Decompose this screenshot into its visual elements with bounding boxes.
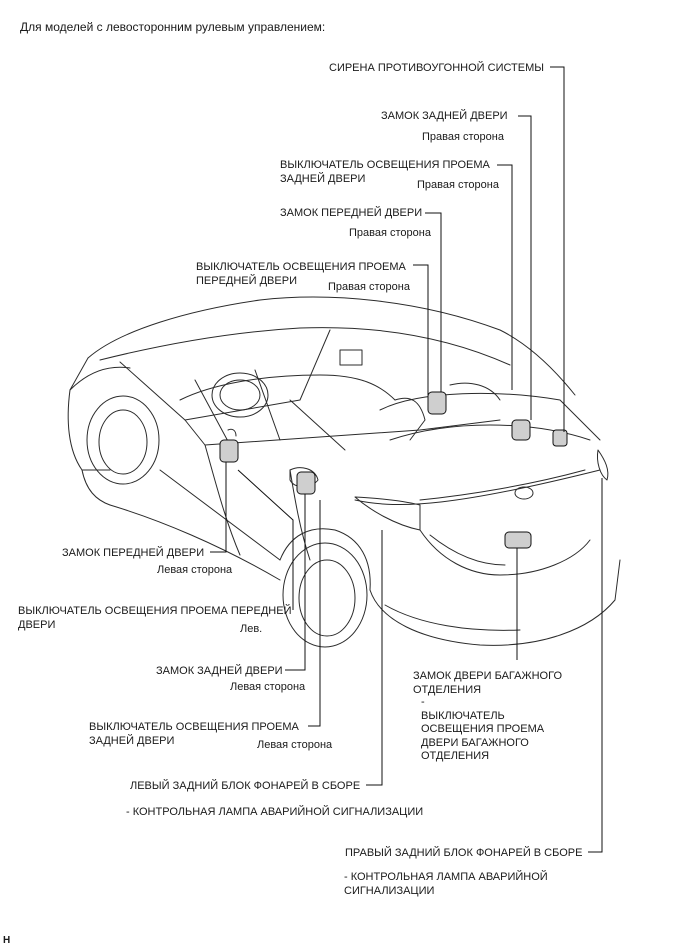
siren-part: [552, 429, 568, 447]
label-front-door-lock-rh-side: Правая сторона: [349, 227, 431, 239]
rear-door-lock-rh-part: [511, 419, 531, 441]
label-siren: СИРЕНА ПРОТИВОУГОННОЙ СИСТЕМЫ: [329, 62, 545, 74]
page-header: Для моделей с левосторонним рулевым упра…: [20, 20, 326, 34]
label-front-door-lock-rh: ЗАМОК ПЕРЕДНЕЙ ДВЕРИ: [280, 207, 423, 219]
label-rear-door-lock-lh: ЗАМОК ЗАДНЕЙ ДВЕРИ: [156, 665, 283, 677]
label-rear-door-lock-lh-side: Левая сторона: [230, 681, 306, 693]
label-front-door-lock-lh: ЗАМОК ПЕРЕДНЕЙ ДВЕРИ: [62, 547, 205, 559]
label-rear-lamp-rh-sub: - КОНТРОЛЬНАЯ ЛАМПА АВАРИЙНОЙ СИГНАЛИЗАЦ…: [344, 871, 548, 897]
label-front-door-lock-lh-side: Левая сторона: [157, 564, 233, 576]
front-door-lock-rh-part: [427, 391, 447, 415]
label-rear-courtesy-rh-side: Правая сторона: [417, 179, 499, 191]
label-rear-lamp-rh: ПРАВЫЙ ЗАДНИЙ БЛОК ФОНАРЕЙ В СБОРЕ: [345, 847, 583, 859]
vehicle-outline: [67, 296, 621, 648]
label-front-courtesy-lh: ВЫКЛЮЧАТЕЛЬ ОСВЕЩЕНИЯ ПРОЕМА ПЕРЕДНЕЙ ДВ…: [18, 605, 292, 631]
front-door-lock-lh-part: [219, 439, 239, 463]
label-front-courtesy-rh-side: Правая сторона: [328, 281, 410, 293]
label-back-door-courtesy: - ВЫКЛЮЧАТЕЛЬ ОСВЕЩЕНИЯ ПРОЕМА ДВЕРИ БАГ…: [421, 696, 545, 762]
label-front-courtesy-rh: ВЫКЛЮЧАТЕЛЬ ОСВЕЩЕНИЯ ПРОЕМА ПЕРЕДНЕЙ ДВ…: [196, 261, 406, 287]
components: [219, 391, 568, 549]
leader-lines: [210, 66, 603, 853]
label-rear-courtesy-lh: ВЫКЛЮЧАТЕЛЬ ОСВЕЩЕНИЯ ПРОЕМА ЗАДНЕЙ ДВЕР…: [89, 721, 299, 747]
label-front-courtesy-lh-side: Лев.: [240, 623, 263, 635]
label-rear-courtesy-lh-side: Левая сторона: [257, 739, 333, 751]
back-door-lock-part: [504, 531, 532, 549]
label-rear-lamp-lh: ЛЕВЫЙ ЗАДНИЙ БЛОК ФОНАРЕЙ В СБОРЕ: [130, 780, 361, 792]
label-rear-courtesy-rh: ВЫКЛЮЧАТЕЛЬ ОСВЕЩЕНИЯ ПРОЕМА ЗАДНЕЙ ДВЕР…: [280, 159, 490, 185]
label-rear-door-lock-rh-side: Правая сторона: [422, 131, 504, 143]
label-rear-lamp-lh-sub: - КОНТРОЛЬНАЯ ЛАМПА АВАРИЙНОЙ СИГНАЛИЗАЦ…: [126, 806, 424, 818]
rear-door-lock-lh-part: [296, 471, 316, 495]
label-rear-door-lock-rh: ЗАМОК ЗАДНЕЙ ДВЕРИ: [381, 110, 508, 122]
label-back-door-lock: ЗАМОК ДВЕРИ БАГАЖНОГО ОТДЕЛЕНИЯ: [413, 670, 563, 696]
figure-code: H: [3, 935, 11, 946]
